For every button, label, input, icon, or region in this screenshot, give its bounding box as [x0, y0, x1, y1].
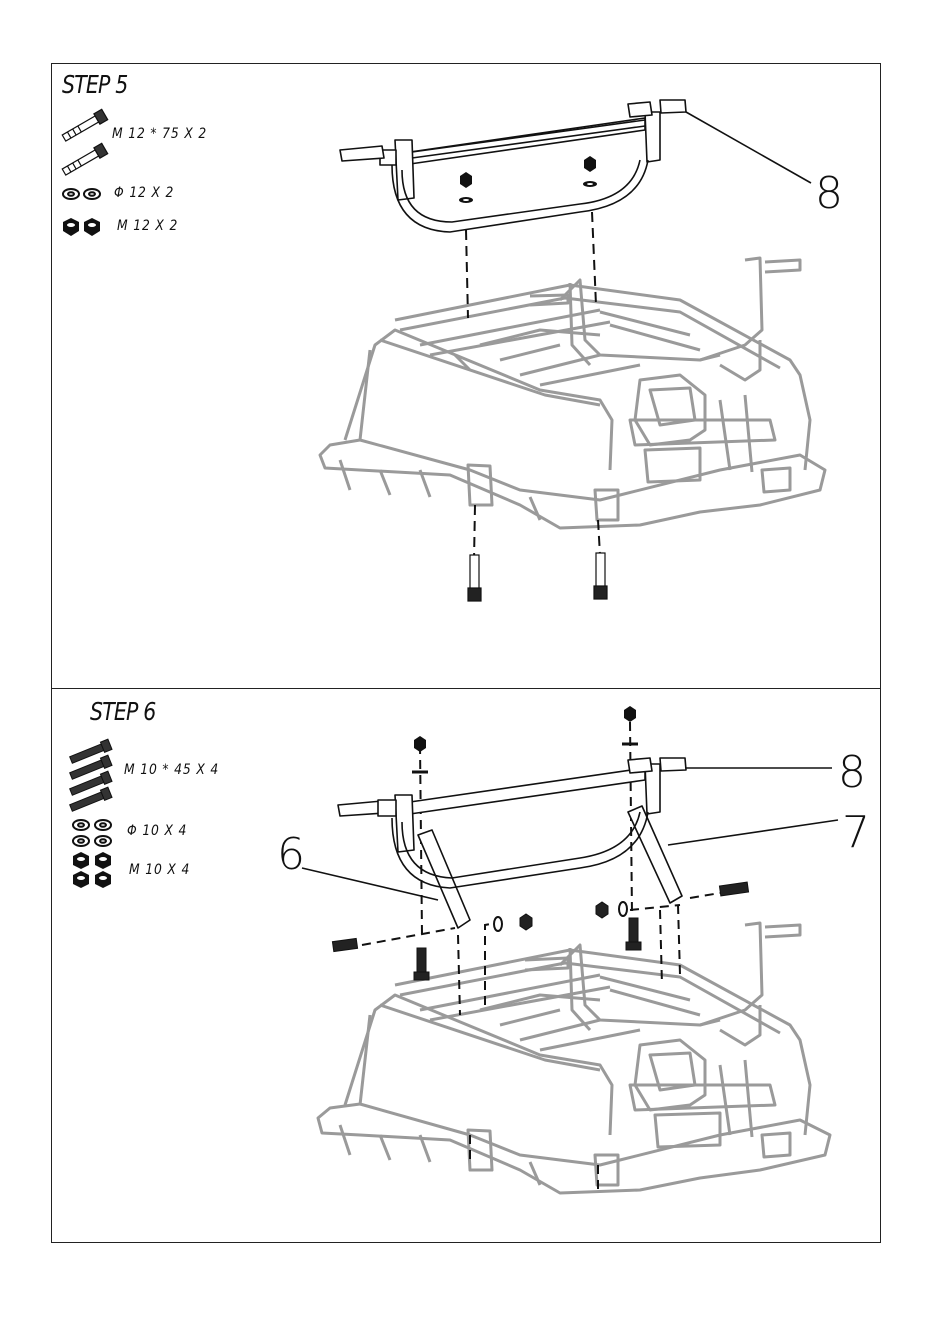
step-6-assembly-drawing [0, 0, 933, 1324]
